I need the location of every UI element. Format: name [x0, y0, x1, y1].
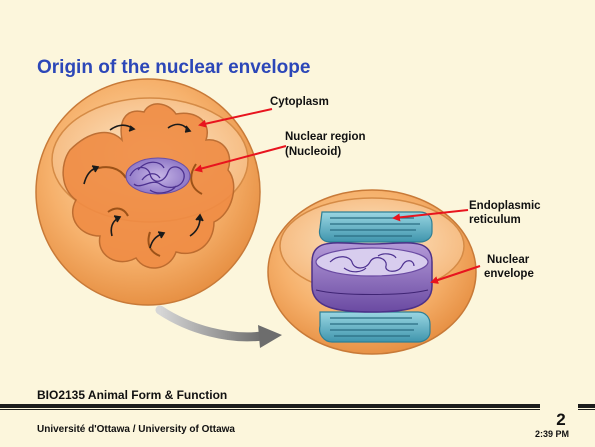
label-endoplasmic: Endoplasmic — [469, 200, 541, 213]
transition-arrow-icon — [160, 310, 262, 337]
label-nucleoid: (Nucleoid) — [285, 146, 341, 159]
label-cytoplasm: Cytoplasm — [270, 96, 329, 109]
label-reticulum: reticulum — [469, 214, 521, 227]
label-nuclear: Nuclear — [487, 254, 529, 267]
nuclear-envelope-icon — [312, 243, 432, 312]
timestamp: 2:39 PM — [535, 429, 569, 439]
university-name: Université d'Ottawa / University of Otta… — [37, 424, 235, 435]
footer-rule — [0, 404, 540, 408]
footer-rule-right — [578, 404, 595, 408]
footer-rule-thin — [0, 409, 540, 410]
label-envelope: envelope — [484, 268, 534, 281]
label-nuclear-region: Nuclear region — [285, 131, 366, 144]
cell-2-eukaryote — [268, 190, 476, 354]
cell-1-prokaryote — [36, 79, 260, 305]
nucleoid-dna-icon — [126, 158, 190, 194]
page-number: 2 — [546, 410, 576, 430]
footer-rule-right-thin — [578, 409, 595, 410]
course-title: BIO2135 Animal Form & Function — [37, 388, 227, 402]
